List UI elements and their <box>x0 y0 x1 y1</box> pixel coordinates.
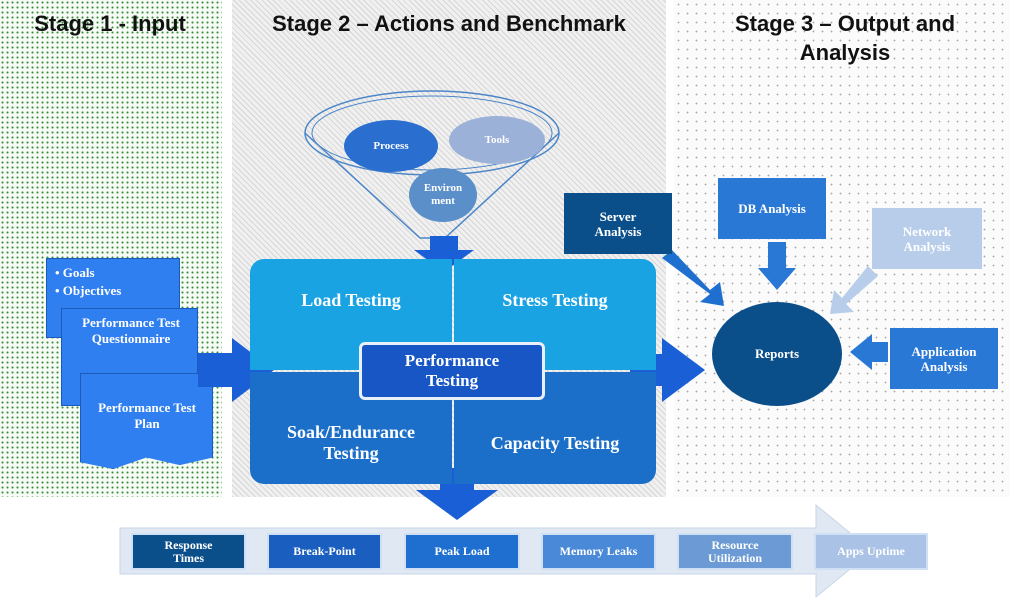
goals-label: • Goals <box>55 265 95 280</box>
test-plan-document: Performance Test Plan <box>80 373 213 469</box>
db-analysis-box: DB Analysis <box>718 178 826 239</box>
capacity-testing-label: Capacity Testing <box>490 432 620 453</box>
metric-label: Apps Uptime <box>837 544 905 558</box>
load-testing-label: Load Testing <box>301 290 401 310</box>
network-analysis-box: Network Analysis <box>872 208 982 269</box>
server-arrow <box>662 250 724 306</box>
stress-testing-label: Stress Testing <box>502 290 608 310</box>
performance-testing-center: Performance Testing <box>359 342 545 400</box>
stage2-title: Stage 2 – Actions and Benchmark <box>272 11 626 36</box>
reports-label: Reports <box>754 346 800 361</box>
soak-testing-label: Soak/Endurance Testing <box>286 422 416 463</box>
server-analysis-box: Server Analysis <box>564 193 672 254</box>
input-arrow <box>198 338 274 402</box>
metric-label: Peak Load <box>434 544 490 558</box>
metric-label: Response Times <box>164 537 213 565</box>
metric-memory-leaks: Memory Leaks <box>541 533 656 570</box>
metric-label: Memory Leaks <box>559 544 638 558</box>
metric-label: Break-Point <box>293 544 356 558</box>
application-analysis-box: Application Analysis <box>890 328 998 389</box>
application-analysis-label: Application Analysis <box>911 343 977 374</box>
stage1-panel <box>0 0 222 497</box>
performance-testing-label: Performance Testing <box>404 351 500 390</box>
metrics-down-arrow <box>416 468 498 520</box>
process-label: Process <box>373 140 409 152</box>
process-ellipse: Process <box>344 120 438 172</box>
network-analysis-label: Network Analysis <box>902 223 952 254</box>
network-arrow <box>830 266 878 314</box>
test-plan-label: Performance Test Plan <box>98 400 196 431</box>
reports-circle: Reports <box>712 302 842 406</box>
metric-break-point: Break-Point <box>267 533 382 570</box>
application-arrow <box>850 334 888 370</box>
metric-resource-utilization: Resource Utilization <box>677 533 793 570</box>
environment-ellipse: Environ ment <box>409 168 477 222</box>
metric-response-times: Response Times <box>131 533 246 570</box>
questionnaire-label: Performance Test Questionnaire <box>82 315 180 346</box>
tools-label: Tools <box>484 134 510 146</box>
tools-ellipse: Tools <box>449 116 545 164</box>
environment-label: Environ ment <box>423 182 463 207</box>
stage3-title: Stage 3 – Output and Analysis <box>734 11 956 65</box>
testing-block: Load Testing Stress Testing Soak/Enduran… <box>250 259 656 484</box>
funnel-arrow <box>414 236 474 272</box>
db-arrow <box>758 242 796 290</box>
db-analysis-label: DB Analysis <box>738 201 806 216</box>
server-analysis-label: Server Analysis <box>594 208 642 239</box>
metric-peak-load: Peak Load <box>404 533 520 570</box>
objectives-label: • Objectives <box>55 283 122 298</box>
metric-label: Resource Utilization <box>708 537 762 565</box>
metric-apps-uptime: Apps Uptime <box>814 533 928 570</box>
stage1-title: Stage 1 - Input <box>34 11 186 36</box>
